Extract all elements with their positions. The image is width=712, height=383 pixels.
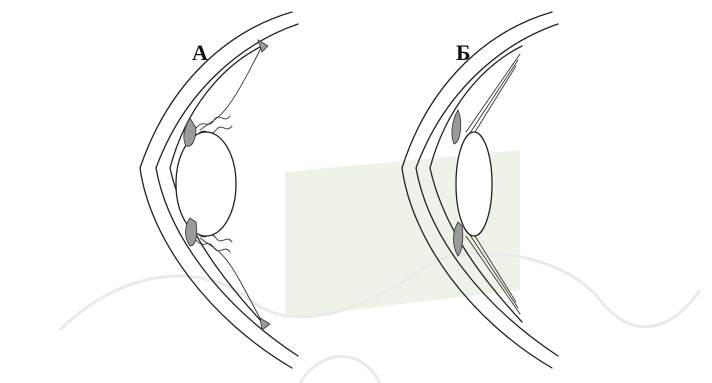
ciliary-muscle-lower-a — [186, 218, 197, 246]
lens-a — [176, 132, 236, 236]
background-watermark — [60, 150, 700, 383]
ciliary-muscle-upper-b — [452, 110, 461, 144]
zonule-upper-a — [196, 116, 230, 128]
zonule-b-2 — [468, 60, 518, 136]
panel-label-a: А — [192, 40, 208, 65]
zonule-lower-a — [196, 240, 230, 252]
zonule-b-3 — [470, 66, 516, 140]
lens-b — [456, 132, 492, 236]
eye-diagram-a: А — [140, 12, 298, 368]
panel-label-b: Б — [456, 40, 471, 65]
ora-serrata-lower-a — [260, 318, 270, 330]
